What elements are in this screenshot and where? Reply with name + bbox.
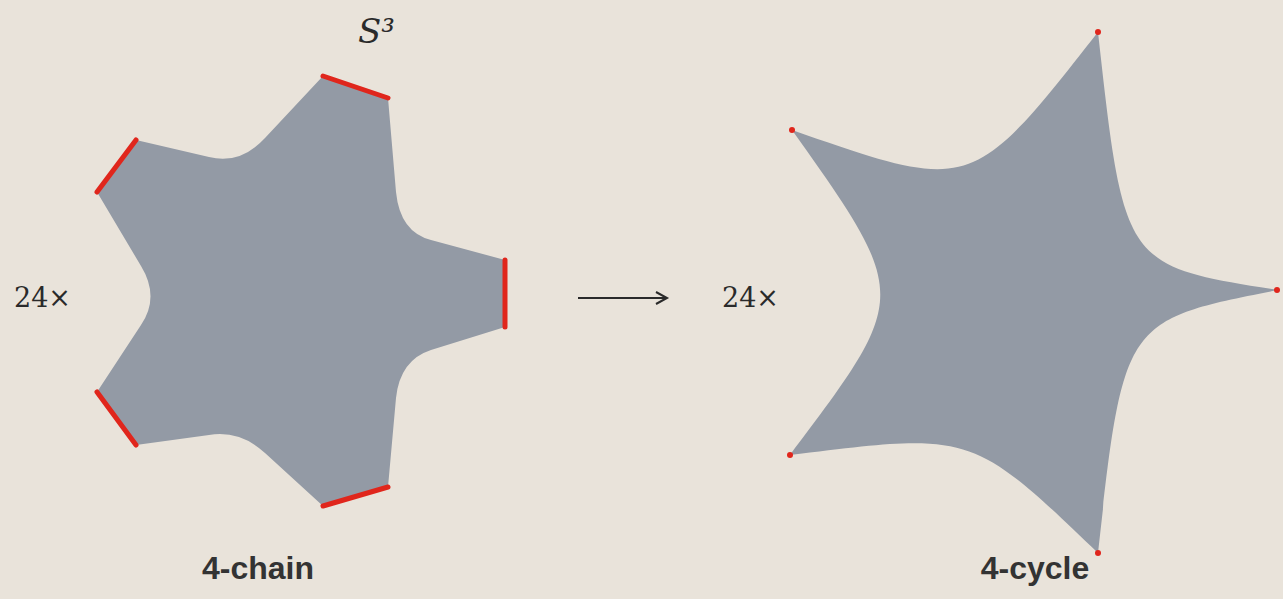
- multiplicity-label: 24×: [14, 284, 71, 311]
- boundary-points: [787, 29, 1280, 556]
- multiplicity-label: 24×: [722, 284, 779, 311]
- map-arrow: [578, 292, 667, 304]
- cycle-caption: 4-cycle: [981, 552, 1090, 584]
- chain-caption: 4-chain: [202, 552, 314, 584]
- boundary-segments: [97, 76, 505, 506]
- pointed-star: [790, 32, 1278, 553]
- truncated-star: [97, 76, 505, 506]
- sphere-label: S³: [358, 14, 395, 48]
